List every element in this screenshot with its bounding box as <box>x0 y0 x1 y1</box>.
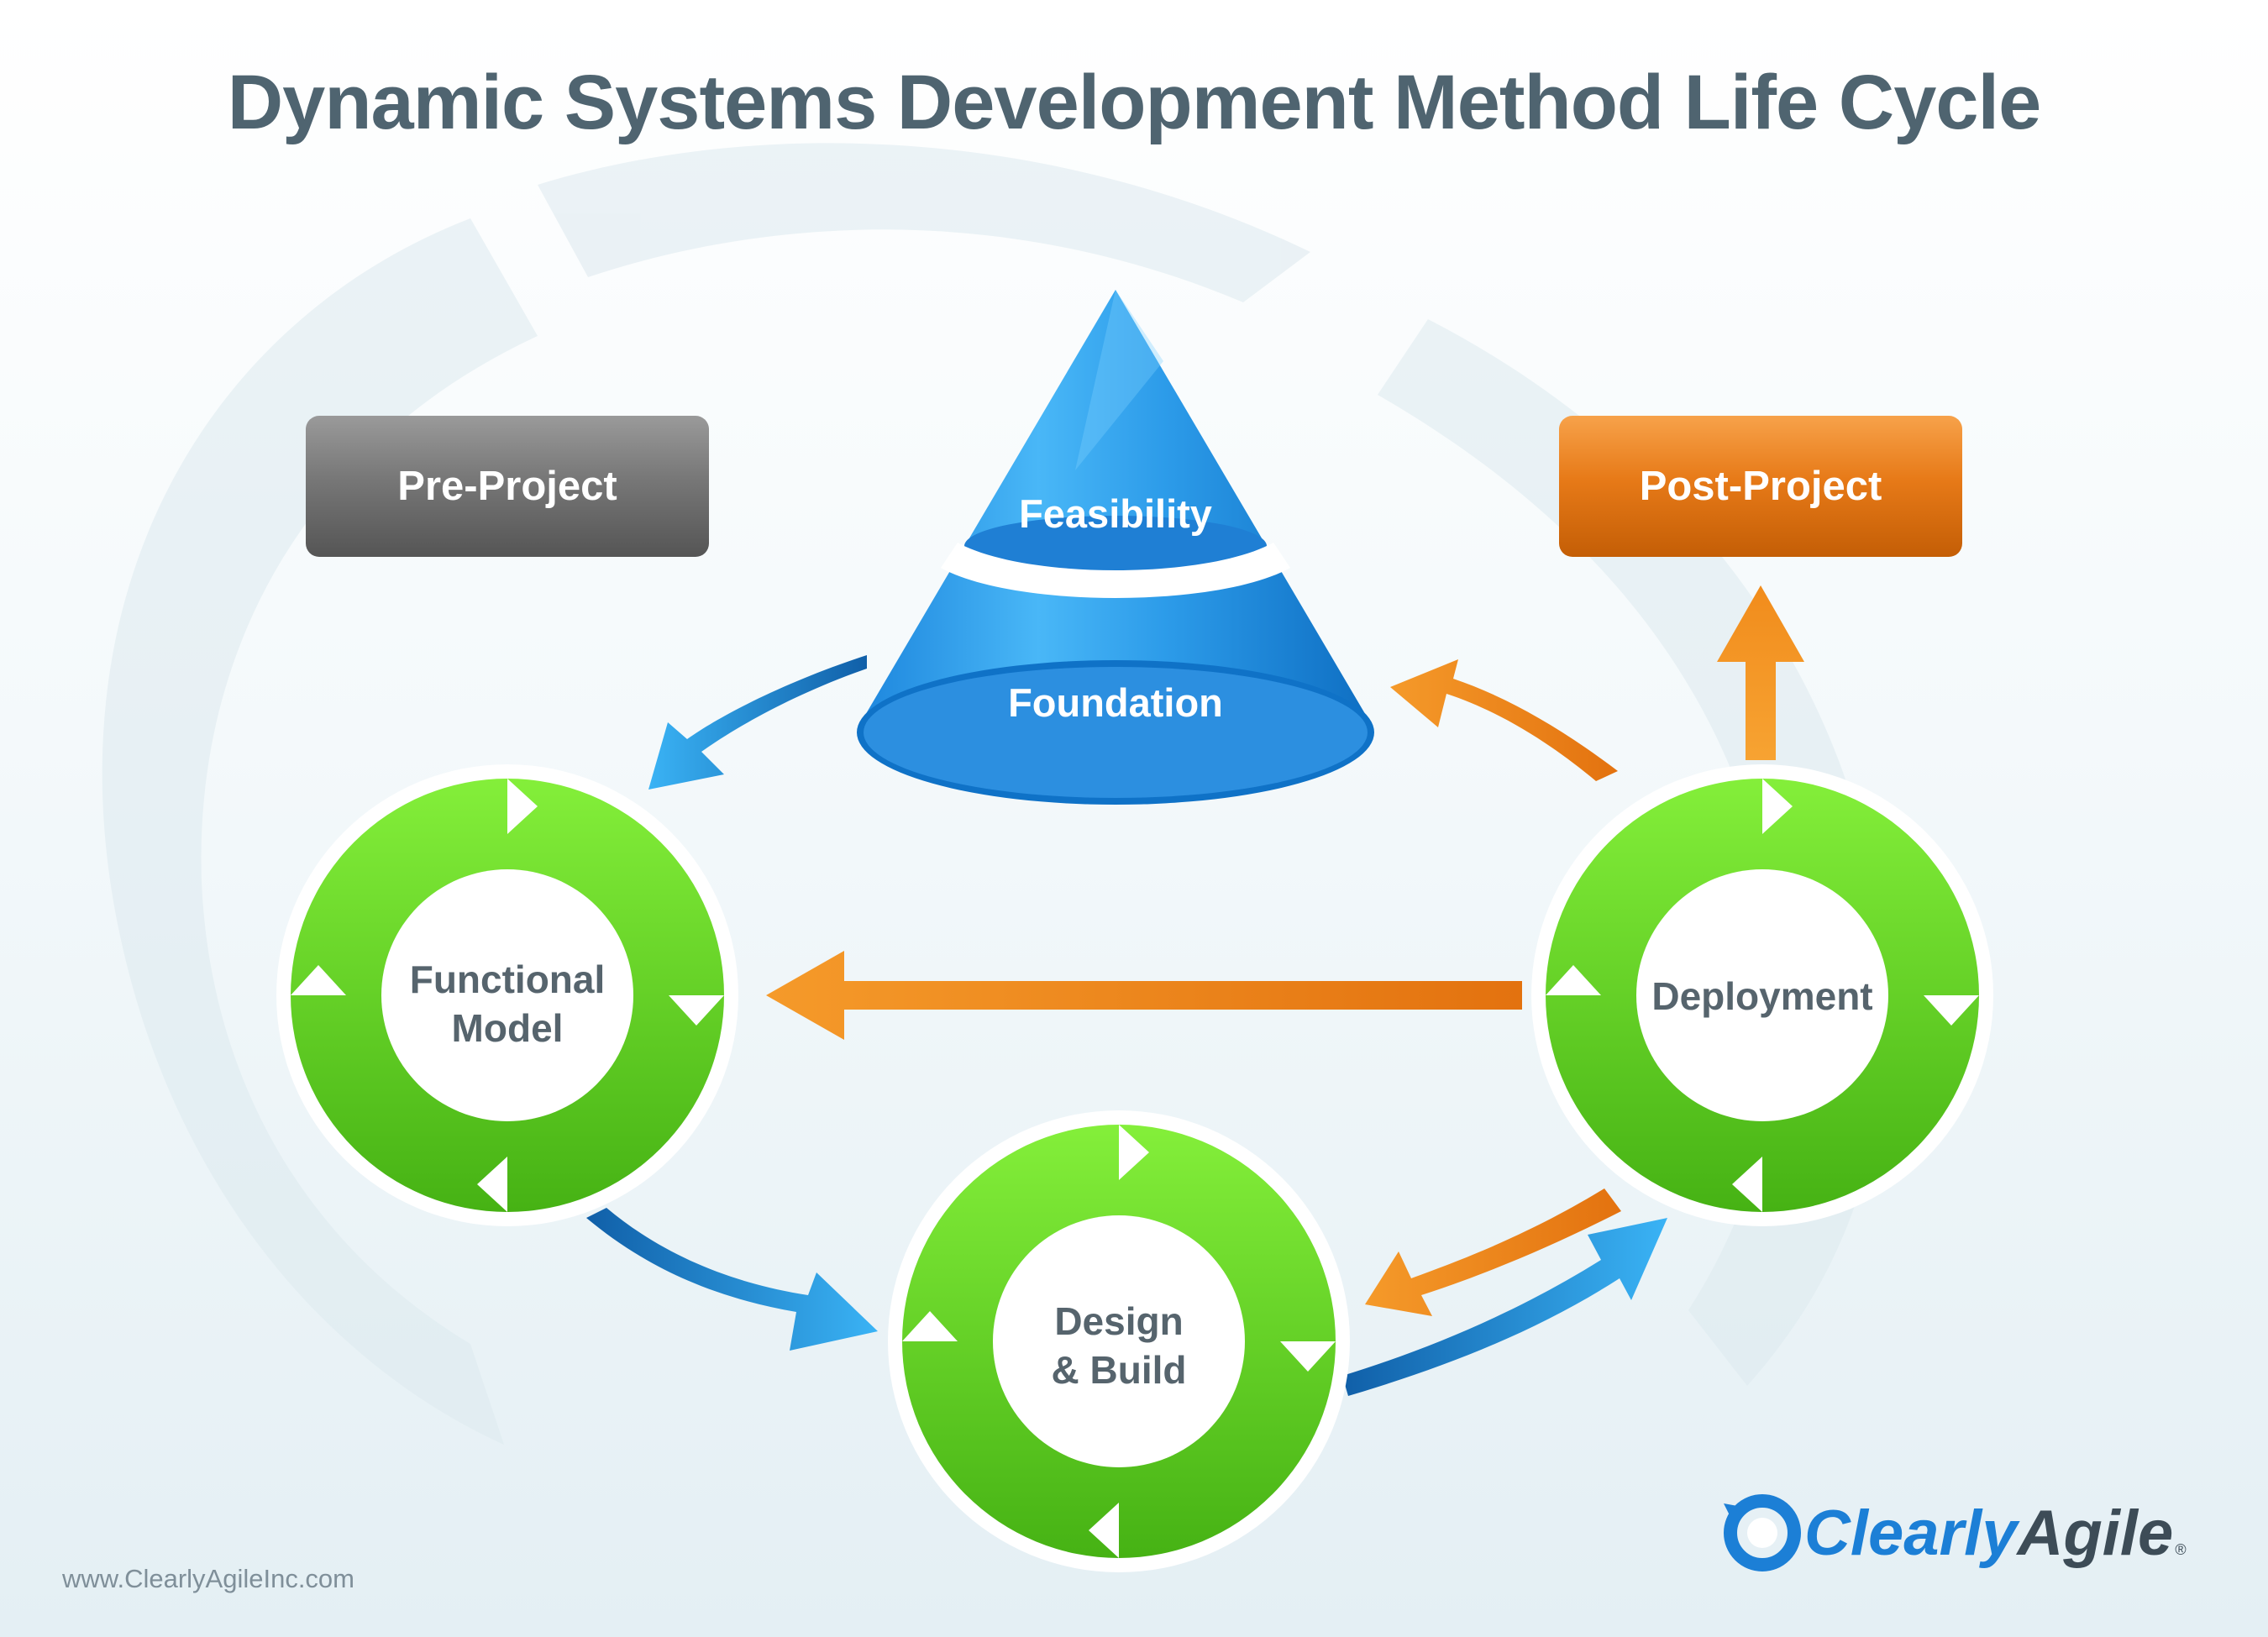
foundation-label: Foundation <box>1008 680 1223 725</box>
logo-registered-mark: ® <box>2175 1540 2187 1558</box>
deployment-label: Deployment <box>1651 974 1873 1018</box>
clearlyagile-logo: Clearly Agile ® <box>1804 1495 2187 1571</box>
logo-text-clearly: Clearly <box>1804 1497 2018 1569</box>
post-project-box <box>1559 416 1962 557</box>
design-build-cycle-icon <box>888 1110 1350 1572</box>
refresh-circle-icon <box>1724 1494 1801 1571</box>
design-build-line-1: Design <box>1054 1299 1184 1343</box>
website-url: www.ClearlyAgileInc.com <box>62 1564 354 1593</box>
page-title: Dynamic Systems Development Method Life … <box>227 60 2042 145</box>
functional-model-label: Functional Model <box>381 956 633 1052</box>
arrow-design-build-to-deployment <box>1342 1218 1667 1396</box>
design-build-label: Design & Build <box>993 1298 1245 1394</box>
arrow-foundation-to-functional-model <box>648 655 867 790</box>
post-project-label: Post-Project <box>1639 464 1882 509</box>
feasibility-label: Feasibility <box>1019 491 1212 536</box>
pre-project-label: Pre-Project <box>397 464 617 509</box>
feasibility-foundation-cone <box>857 290 1374 805</box>
arrow-functional-model-to-design-build <box>586 1208 878 1351</box>
deployment-cycle-icon <box>1531 764 1993 1226</box>
arrow-deployment-to-design-build <box>1365 1188 1621 1316</box>
logo-text-agile: Agile <box>2017 1497 2174 1569</box>
pre-project-box <box>306 416 709 557</box>
functional-model-cycle-icon <box>276 764 738 1226</box>
design-build-line-2: & Build <box>1051 1347 1187 1392</box>
functional-model-line-2: Model <box>451 1005 564 1050</box>
arrow-deployment-to-functional-model <box>766 951 1522 1040</box>
arrow-deployment-to-post-project <box>1717 585 1804 760</box>
functional-model-line-1: Functional <box>409 958 606 1001</box>
arrow-deployment-to-foundation <box>1390 659 1618 781</box>
